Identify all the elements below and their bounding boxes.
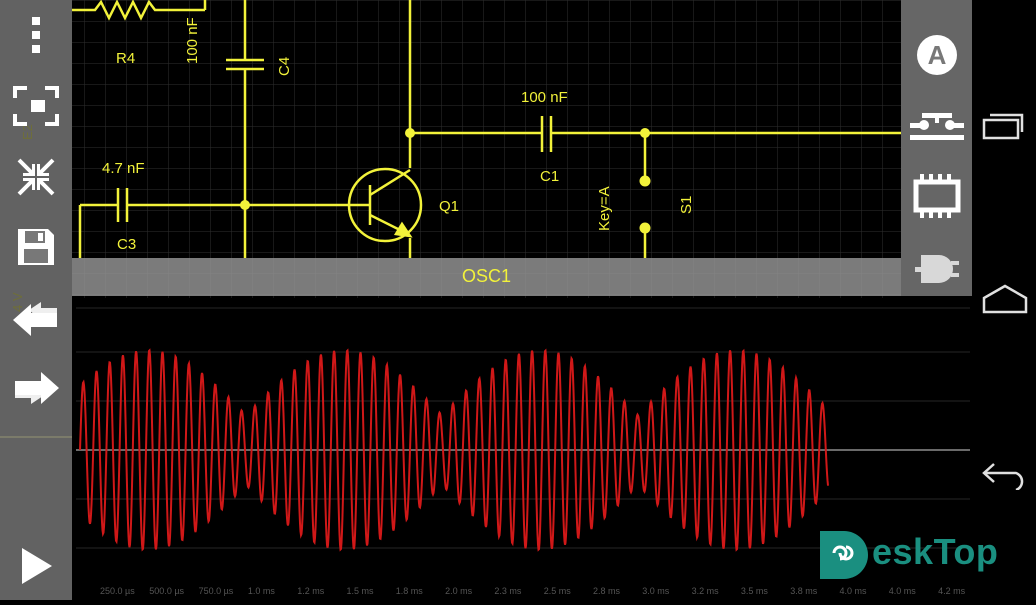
resistor-label: R4 xyxy=(116,50,136,67)
time-tick-label: 500.0 µs xyxy=(149,586,184,596)
time-axis: 250.0 µs 500.0 µs 750.0 µs 1.0 ms 1.2 ms 1.5 … xyxy=(100,586,966,596)
redo-icon xyxy=(15,372,59,404)
time-tick-label: 2.3 ms xyxy=(494,586,522,596)
recent-apps-icon xyxy=(982,113,1024,140)
time-tick-label: 3.0 ms xyxy=(642,586,670,596)
capacitor-c4-value: 100 nF xyxy=(184,17,201,64)
time-tick-label: 1.0 ms xyxy=(248,586,276,596)
time-tick-label: 750.0 µs xyxy=(199,586,234,596)
back-button[interactable] xyxy=(980,450,1030,500)
circuit-wires xyxy=(0,0,901,438)
capacitor-c1-name: C1 xyxy=(540,168,560,185)
menu-icon xyxy=(32,17,40,53)
home-icon xyxy=(982,284,1028,314)
undo-icon xyxy=(13,302,57,336)
switch-key-label: Key=A xyxy=(596,186,613,231)
time-tick-label: 1.2 ms xyxy=(297,586,325,596)
save-icon xyxy=(18,229,54,265)
switch-tool[interactable] xyxy=(907,106,967,152)
capacitor-c3-name: C3 xyxy=(117,236,137,253)
plug-tool[interactable] xyxy=(907,244,967,290)
home-button[interactable] xyxy=(980,274,1030,324)
play-button[interactable] xyxy=(8,540,64,592)
time-tick-label: 3.2 ms xyxy=(692,586,720,596)
plug-icon xyxy=(915,255,959,283)
play-icon xyxy=(22,548,52,584)
capacitor-c3-value: 4.7 nF xyxy=(102,160,145,177)
time-tick-label: 3.5 ms xyxy=(741,586,769,596)
capacitor-c1-value: 100 nF xyxy=(521,89,568,106)
back-icon xyxy=(982,463,1024,490)
collapse-icon xyxy=(17,158,55,196)
oscilloscope-trace xyxy=(79,348,829,552)
watermark-logo-icon xyxy=(820,531,868,579)
capacitor-c4-name: C4 xyxy=(276,56,293,76)
undo-button[interactable] xyxy=(8,300,64,340)
recent-apps-button[interactable] xyxy=(980,100,1030,150)
time-tick-label: 1.5 ms xyxy=(347,586,375,596)
android-nav-bar xyxy=(972,0,1036,600)
chip-icon xyxy=(913,174,961,218)
collapse-button[interactable] xyxy=(8,154,64,200)
redo-button[interactable] xyxy=(8,368,64,408)
ammeter-tool[interactable]: A xyxy=(907,30,967,80)
oscilloscope-title: OSC1 xyxy=(461,266,512,286)
ammeter-letter: A xyxy=(928,40,947,70)
time-tick-label: 4.0 ms xyxy=(889,586,917,596)
component-toolbar: A xyxy=(901,0,972,296)
time-tick-label: 2.8 ms xyxy=(593,586,621,596)
save-button[interactable] xyxy=(8,224,64,270)
menu-button[interactable] xyxy=(8,12,64,58)
time-tick-label: 3.8 ms xyxy=(790,586,818,596)
chip-tool[interactable] xyxy=(907,172,967,220)
time-tick-label: 4.2 ms xyxy=(938,586,966,596)
fit-screen-icon xyxy=(13,86,59,126)
circuit-junctions xyxy=(240,128,651,234)
ammeter-icon: A xyxy=(917,35,957,75)
transistor-label: Q1 xyxy=(439,198,460,215)
watermark-text: eskTop xyxy=(872,531,999,572)
transistor-q1[interactable] xyxy=(347,167,423,243)
left-toolbar: E2 4 V xyxy=(0,0,72,600)
oscilloscope-grid xyxy=(76,307,970,549)
watermark: eskTop xyxy=(814,520,998,584)
fit-screen-button[interactable] xyxy=(8,82,64,130)
time-tick-label: 1.8 ms xyxy=(396,586,424,596)
time-tick-label: 2.0 ms xyxy=(445,586,473,596)
time-tick-label: 4.0 ms xyxy=(840,586,868,596)
time-tick-label: 2.5 ms xyxy=(544,586,572,596)
switch-name-label: S1 xyxy=(678,195,695,214)
time-tick-label: 250.0 µs xyxy=(100,586,135,596)
oscilloscope-header[interactable]: OSC1 xyxy=(72,258,901,296)
switch-icon xyxy=(910,113,964,140)
